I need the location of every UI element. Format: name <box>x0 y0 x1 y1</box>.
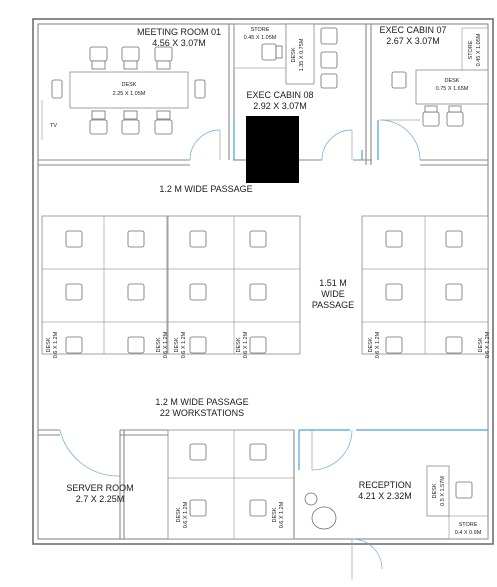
workstation-desk-label: DESK <box>272 507 278 522</box>
workstation-clusters <box>41 215 489 355</box>
server-room-size: 2.7 X 2.25M <box>76 494 125 504</box>
top-passage-label: 1.2 M WIDE PASSAGE <box>159 184 252 194</box>
cabin-08-desk-label: DESK <box>291 47 297 62</box>
cabin-08-desk <box>285 23 315 85</box>
reception-name: RECEPTION <box>359 480 412 490</box>
cabin-07-desk-label: DESK <box>445 78 460 84</box>
store-right-size: 0.45 X 1.05M <box>476 33 482 66</box>
bottom-passage-label: 1.2 M WIDE PASSAGE <box>155 397 248 407</box>
workstation-desk-size: 0.6 X 1.2M <box>279 501 285 528</box>
cabin-07-desk-size: 0.75 X 1.65M <box>436 86 469 92</box>
meeting-room-name: MEETING ROOM 01 <box>137 27 221 37</box>
reception-size: 4.21 X 2.32M <box>358 491 412 501</box>
meeting-desk <box>69 71 189 109</box>
room-labels: MEETING ROOM 01 4.56 X 3.07M DESK 2.25 X… <box>50 25 482 536</box>
meeting-desk-size: 2.25 X 1.05M <box>113 91 146 97</box>
workstations-label: 22 WORKSTATIONS <box>160 408 244 418</box>
reception-desk <box>426 465 450 517</box>
exec-cabin-08-size: 2.92 X 3.07M <box>253 101 307 111</box>
workstation-desk-size: 0.6 X 1.2M <box>183 501 189 528</box>
store-top-size: 0.45 X 1.05M <box>244 35 277 41</box>
exec-cabin-07-furniture <box>391 27 489 127</box>
middle-passage-line1: 1.51 M <box>319 278 347 288</box>
bottom-rooms <box>38 429 489 580</box>
cabin-08-desk-size: 1.35 X 0.75M <box>299 38 305 71</box>
workstation-desk-size: 0.6 X 1.2M <box>163 331 169 358</box>
workstation-desk-label: DESK <box>478 337 484 352</box>
store-bottom-name: STORE <box>459 522 478 528</box>
tv-label: TV <box>50 123 57 129</box>
workstation-desk-size: 0.6 X 1.2M <box>181 331 187 358</box>
meeting-desk-label: DESK <box>122 82 137 88</box>
exec-cabin-08-furniture <box>261 23 338 89</box>
exec-cabin-07-size: 2.67 X 3.07M <box>386 36 440 46</box>
workstation-desk-size: 0.6 X 1.2M <box>53 331 59 358</box>
server-room-name: SERVER ROOM <box>66 483 133 493</box>
workstation-desk-size: 0.6 X 1.2M <box>243 331 249 358</box>
top-rooms <box>38 23 488 183</box>
exec-cabin-08-name: EXEC CABIN 08 <box>246 90 313 100</box>
cabin-07-desk <box>415 69 489 105</box>
meeting-room-size: 4.56 X 3.07M <box>152 38 206 48</box>
workstation-desk-label: DESK <box>46 337 52 352</box>
workstation-desk-size: 0.6 X 1.2M <box>485 331 491 358</box>
reception-desk-label: DESK <box>432 483 438 498</box>
store-top-name: STORE <box>251 27 270 33</box>
workstation-desk-size: 0.6 X 1.2M <box>375 331 381 358</box>
black-shaft <box>246 116 299 183</box>
meeting-room-furniture <box>41 46 206 140</box>
reception-desk-size: 0.5 X 1.57M <box>440 476 446 506</box>
workstation-desk-label: DESK <box>156 337 162 352</box>
workstation-desk-label: DESK <box>174 337 180 352</box>
store-right-name: STORE <box>468 40 474 59</box>
store-bottom-size: 0.4 X 0.9M <box>455 530 482 536</box>
workstation-desk-label: DESK <box>236 337 242 352</box>
middle-passage-line2: WIDE <box>321 289 345 299</box>
workstation-desk-label: DESK <box>368 337 374 352</box>
exec-cabin-07-name: EXEC CABIN 07 <box>379 25 446 35</box>
middle-passage-line3: PASSAGE <box>312 300 354 310</box>
workstation-desk-label: DESK <box>176 507 182 522</box>
